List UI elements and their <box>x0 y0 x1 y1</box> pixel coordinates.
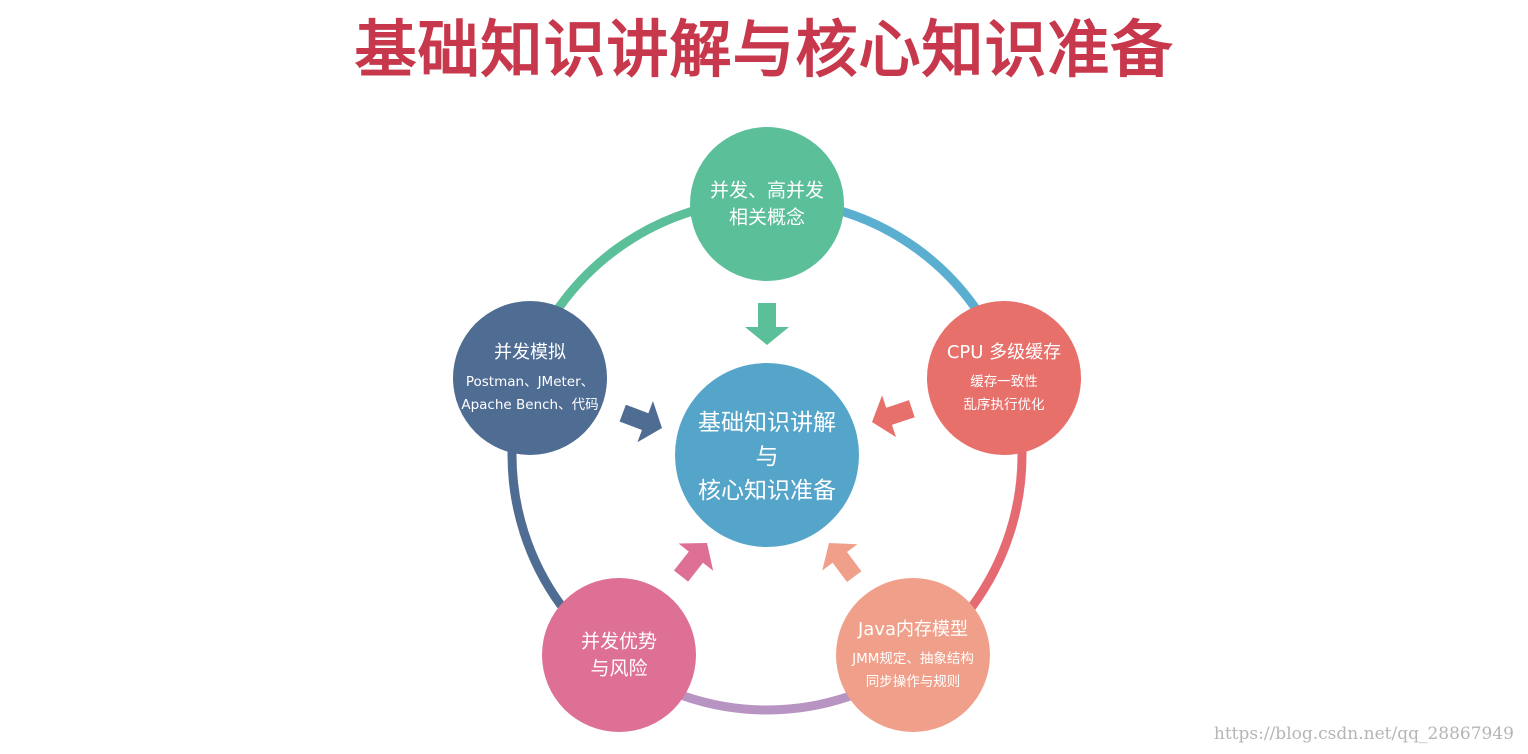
center-circle <box>675 363 859 547</box>
watermark: https://blog.csdn.net/qq_28867949 <box>1213 724 1514 744</box>
node-subtitle: Apache Bench、代码 <box>461 397 598 413</box>
center-text-line: 与 <box>756 444 779 470</box>
node-title: 与风险 <box>590 657 647 679</box>
arrow-right <box>872 395 915 438</box>
arrow-top <box>745 303 789 345</box>
node-title: 相关概念 <box>729 205 805 228</box>
node-title: 并发模拟 <box>494 342 566 363</box>
page-title: 基础知识讲解与核心知识准备 <box>354 13 1174 86</box>
node-circle <box>690 127 844 281</box>
center-text-line: 核心知识准备 <box>698 478 836 504</box>
node-circle <box>836 578 990 732</box>
node-subtitle: Postman、JMeter、 <box>466 374 594 390</box>
arrow-left <box>619 401 662 443</box>
node-subtitle: JMM规定、抽象结构 <box>851 651 974 667</box>
node-title: CPU 多级缓存 <box>947 342 1061 363</box>
arrows <box>619 303 915 583</box>
node-circle <box>927 301 1081 455</box>
node-left: 并发模拟 Postman、JMeter、 Apache Bench、代码 <box>453 301 607 455</box>
node-title: 并发优势 <box>581 630 657 652</box>
center-node: 基础知识讲解与核心知识准备 <box>675 363 859 547</box>
node-circle <box>542 578 696 732</box>
node-circle <box>453 301 607 455</box>
node-title: Java内存模型 <box>857 619 968 640</box>
arrow-bottom-right <box>822 543 862 583</box>
node-title: 并发、高并发 <box>710 179 824 201</box>
node-subtitle: 乱序执行优化 <box>964 397 1045 413</box>
center-text-line: 基础知识讲解 <box>698 410 836 436</box>
node-subtitle: 缓存一致性 <box>970 374 1038 390</box>
node-subtitle: 同步操作与规则 <box>866 674 961 690</box>
arrow-bottom-left <box>673 543 714 582</box>
